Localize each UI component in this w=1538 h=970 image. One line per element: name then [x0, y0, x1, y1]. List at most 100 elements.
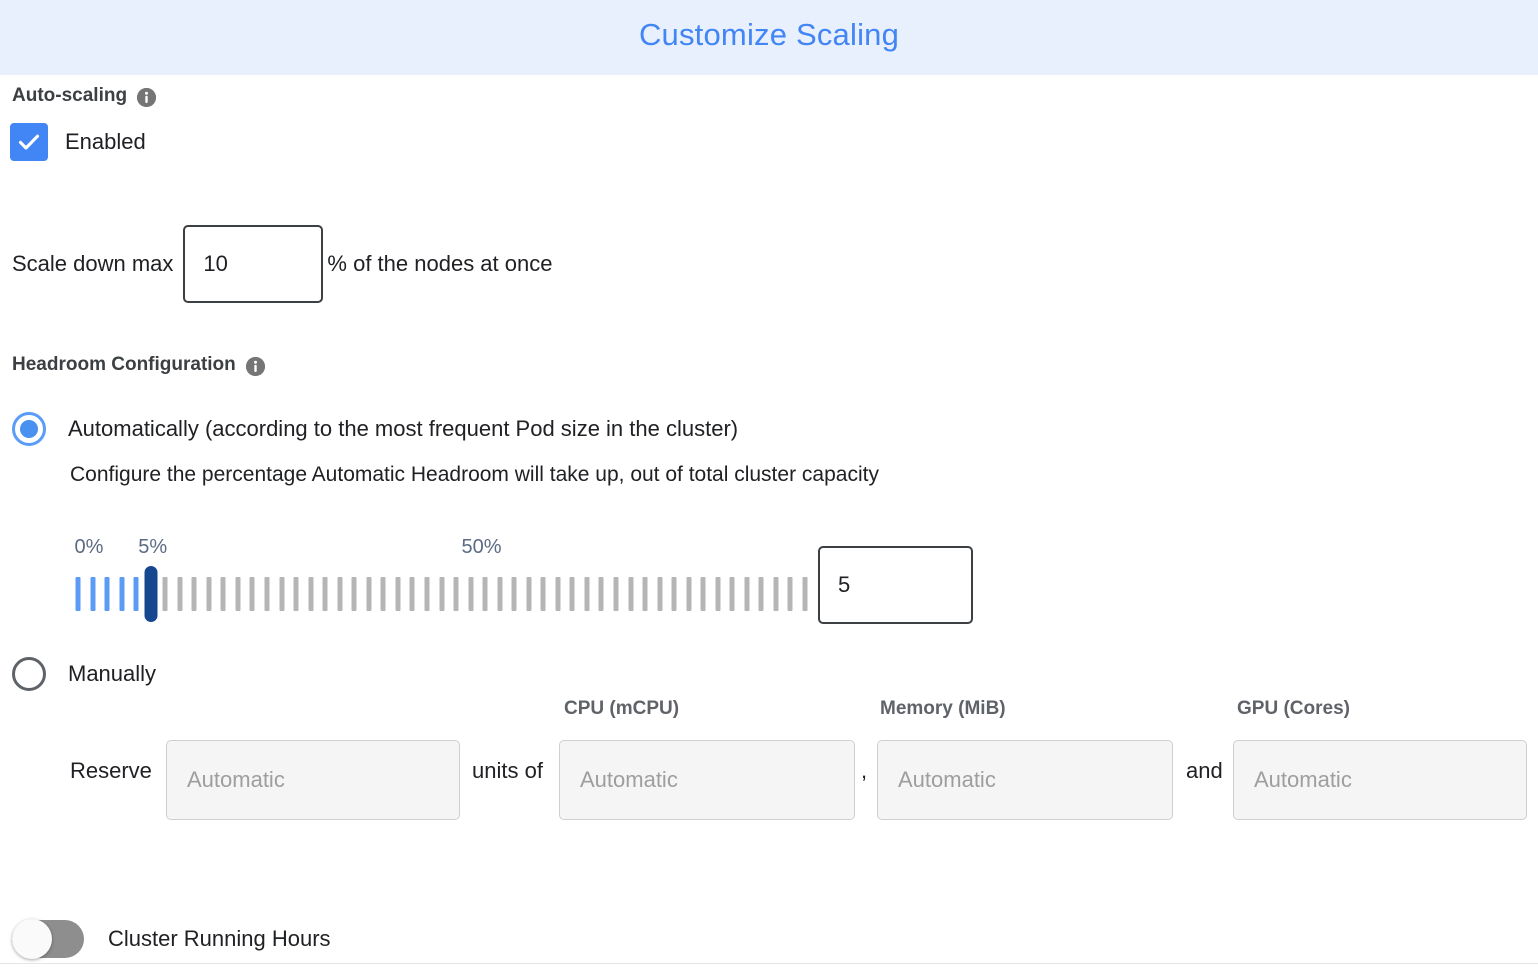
cluster-running-hours-row[interactable]: Cluster Running Hours	[12, 919, 331, 959]
headroom-percentage-slider[interactable]: 0% 5% 50%	[74, 536, 808, 622]
auto-scaling-enabled-row[interactable]: Enabled	[10, 123, 146, 161]
reserve-cpu-input[interactable]	[559, 740, 855, 820]
auto-scaling-heading-label: Auto-scaling	[12, 85, 128, 106]
slider-scale-labels: 0% 5% 50%	[74, 536, 808, 564]
auto-scaling-heading: Auto-scaling	[12, 85, 157, 107]
reserve-memory-input[interactable]	[877, 740, 1173, 820]
slider-tick	[482, 577, 488, 611]
headroom-option-manual[interactable]: Manually	[12, 657, 156, 691]
slider-tick	[613, 577, 619, 611]
slider-tick	[104, 577, 110, 611]
enabled-checkbox[interactable]	[10, 123, 48, 161]
radio-manual-label: Manually	[68, 661, 157, 686]
slider-tick	[395, 577, 401, 611]
check-icon	[18, 134, 40, 150]
dialog-header: Customize Scaling	[0, 0, 1538, 75]
reserve-column-headers: CPU (mCPU) Memory (MiB) GPU (Cores)	[0, 698, 1538, 724]
headroom-percentage-input[interactable]	[818, 546, 973, 624]
slider-tick	[758, 577, 764, 611]
slider-tick	[642, 577, 648, 611]
scale-down-max-input[interactable]	[183, 225, 324, 303]
slider-track[interactable]	[75, 566, 808, 622]
headroom-option-automatic[interactable]: Automatically (according to the most fre…	[12, 412, 738, 446]
slider-tick	[657, 577, 663, 611]
slider-tick	[628, 577, 634, 611]
slider-tick	[744, 577, 750, 611]
and-separator: and	[1186, 758, 1223, 783]
slider-tick	[235, 577, 241, 611]
toggle-knob	[12, 919, 52, 959]
slider-tick	[162, 577, 168, 611]
slider-tick	[773, 577, 779, 611]
slider-tick	[249, 577, 255, 611]
slider-tick	[322, 577, 328, 611]
reserve-label: Reserve	[70, 758, 152, 783]
slider-tick	[715, 577, 721, 611]
slider-tick	[293, 577, 299, 611]
column-header-memory: Memory (MiB)	[880, 698, 1006, 719]
radio-manual[interactable]	[12, 657, 46, 691]
slider-tick	[439, 577, 444, 611]
slider-tick	[409, 577, 415, 611]
slider-tick	[686, 577, 692, 611]
comma-separator: ,	[861, 758, 868, 783]
slider-tick	[787, 577, 793, 611]
slider-tick	[497, 577, 503, 611]
page-title: Customize Scaling	[638, 17, 900, 52]
headroom-configuration-heading: Headroom Configuration	[12, 354, 265, 376]
scale-down-max-label: Scale down max	[12, 251, 174, 276]
column-header-gpu: GPU (Cores)	[1237, 698, 1350, 719]
cluster-running-hours-toggle[interactable]	[12, 919, 84, 959]
reserve-row: Reserve units of , and	[0, 740, 1538, 820]
bottom-divider	[0, 963, 1538, 964]
slider-tick	[206, 577, 212, 611]
slider-tick	[351, 577, 357, 611]
slider-tick	[279, 577, 285, 611]
slider-tick	[526, 577, 532, 611]
headroom-configuration-heading-label: Headroom Configuration	[12, 354, 236, 375]
info-icon[interactable]	[137, 87, 157, 107]
slider-tick	[584, 577, 590, 611]
slider-tick	[366, 577, 372, 611]
slider-tick	[540, 577, 546, 611]
slider-tick	[700, 577, 706, 611]
slider-tick	[511, 577, 517, 611]
reserve-units-input[interactable]	[166, 740, 460, 820]
reserve-gpu-input[interactable]	[1233, 740, 1527, 820]
slider-tick	[337, 577, 343, 611]
cluster-running-hours-label: Cluster Running Hours	[108, 926, 331, 951]
headroom-automatic-description: Configure the percentage Automatic Headr…	[70, 463, 879, 486]
scale-down-max-suffix: % of the nodes at once	[327, 251, 553, 276]
radio-automatic[interactable]	[12, 412, 46, 446]
slider-tick	[133, 577, 139, 611]
slider-tick	[380, 577, 386, 611]
slider-tick	[468, 577, 474, 611]
slider-tick	[729, 577, 735, 611]
slider-tick	[177, 577, 183, 611]
slider-tick	[671, 577, 677, 611]
slider-min-label: 0%	[74, 536, 104, 558]
slider-tick	[119, 577, 125, 611]
units-of-label: units of	[472, 758, 543, 783]
slider-tick	[264, 577, 270, 611]
slider-tick	[424, 577, 430, 611]
slider-max-label: 50%	[461, 536, 502, 558]
slider-tick	[555, 577, 561, 611]
slider-tick	[453, 577, 459, 611]
enabled-checkbox-label: Enabled	[65, 129, 146, 154]
slider-tick	[191, 577, 197, 611]
slider-tick	[220, 577, 226, 611]
slider-tick	[75, 577, 81, 611]
scale-down-max-row: Scale down max % of the nodes at once	[12, 225, 552, 303]
slider-tick	[90, 577, 96, 611]
slider-tick	[308, 577, 314, 611]
slider-tick	[569, 577, 575, 611]
slider-current-label: 5%	[138, 536, 168, 558]
column-header-cpu: CPU (mCPU)	[564, 698, 680, 719]
info-icon[interactable]	[245, 356, 265, 376]
radio-automatic-label: Automatically (according to the most fre…	[68, 416, 739, 441]
slider-tick	[802, 577, 808, 611]
slider-tick	[598, 577, 604, 611]
radio-automatic-dot	[20, 420, 38, 438]
slider-thumb[interactable]	[144, 566, 158, 622]
